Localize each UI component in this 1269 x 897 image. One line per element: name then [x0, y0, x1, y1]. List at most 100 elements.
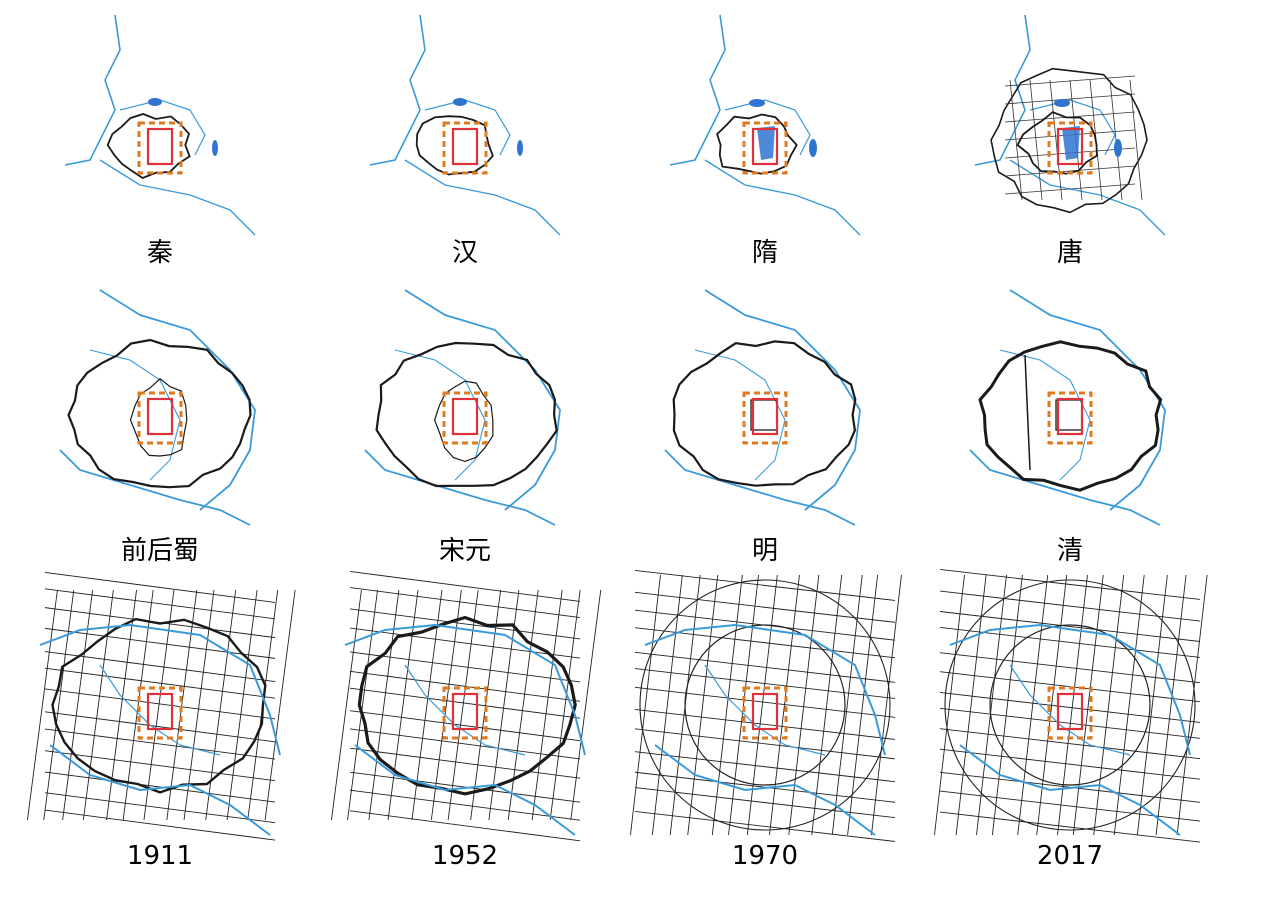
river — [99, 664, 221, 756]
palace-outline — [1056, 127, 1084, 166]
map-panel — [315, 5, 615, 275]
river — [949, 623, 1191, 756]
street-network — [330, 570, 602, 842]
map-panel — [920, 569, 1220, 843]
city-map — [934, 569, 1208, 843]
zone-boundary — [137, 121, 183, 175]
palace-outline — [146, 397, 174, 436]
imperial-city — [1055, 399, 1083, 431]
palace-outline — [1056, 692, 1084, 731]
palace-pond — [1062, 126, 1080, 160]
street-network — [26, 571, 296, 841]
river — [364, 449, 556, 526]
pond — [1054, 99, 1070, 107]
panel-caption: 秦 — [146, 238, 174, 268]
panel-caption: 唐 — [1056, 238, 1084, 268]
river — [369, 14, 426, 166]
pond — [453, 98, 467, 106]
map-panel — [920, 5, 1220, 275]
city-map — [974, 14, 1166, 236]
city-wall — [990, 67, 1148, 214]
map-panel — [920, 275, 1220, 545]
city-wall — [672, 340, 857, 487]
city-map — [330, 570, 602, 842]
river — [704, 289, 861, 511]
ring-road — [944, 579, 1196, 831]
pond — [809, 139, 817, 157]
river — [99, 159, 256, 236]
map-panel — [10, 275, 310, 545]
zone-boundary — [742, 686, 788, 740]
river — [664, 449, 856, 526]
river — [39, 623, 281, 756]
panel-caption: 2017 — [1036, 841, 1104, 871]
zone-boundary — [742, 121, 788, 175]
zone-boundary — [137, 686, 183, 740]
ring-road — [684, 624, 846, 786]
manchu-wall — [1024, 354, 1031, 471]
city-wall — [51, 617, 267, 794]
pond — [1114, 139, 1122, 157]
street-network — [630, 570, 902, 842]
map-panel — [315, 570, 615, 842]
map-panel — [10, 570, 310, 841]
river — [49, 744, 271, 836]
river — [959, 744, 1181, 836]
map-panel — [615, 570, 915, 842]
river — [669, 14, 726, 166]
river — [354, 744, 576, 836]
city-map — [369, 14, 561, 236]
city-map — [64, 14, 256, 236]
river — [694, 349, 786, 481]
river — [404, 159, 561, 236]
panel-caption: 清 — [1056, 536, 1084, 566]
city-map — [664, 289, 861, 526]
city-wall — [1016, 111, 1098, 175]
panel-caption: 宋元 — [438, 536, 492, 566]
river — [1009, 664, 1131, 756]
palace-outline — [146, 127, 174, 166]
river — [344, 623, 586, 756]
palace-pond — [757, 126, 775, 160]
map-panel — [615, 5, 915, 275]
river — [64, 14, 121, 166]
river — [1009, 289, 1166, 511]
pond — [212, 140, 218, 156]
street-network — [934, 569, 1208, 843]
ring-road — [639, 579, 891, 831]
zone-boundary — [442, 391, 488, 445]
map-panel — [315, 275, 615, 545]
panel-caption: 明 — [751, 536, 779, 566]
panel-caption: 汉 — [451, 238, 479, 268]
palace-outline — [751, 397, 779, 436]
city-wall — [67, 338, 252, 489]
pond — [517, 140, 523, 156]
river — [404, 289, 561, 511]
city-wall — [415, 115, 494, 176]
inner-wall — [129, 378, 188, 457]
city-wall — [978, 340, 1163, 492]
map-panel — [615, 275, 915, 545]
river — [394, 349, 486, 481]
palace-outline — [751, 127, 779, 166]
pond — [749, 99, 765, 107]
inner-wall — [433, 380, 494, 463]
zone-boundary — [442, 121, 488, 175]
palace-outline — [751, 692, 779, 731]
palace-outline — [451, 127, 479, 166]
river — [119, 99, 206, 156]
palace-outline — [146, 692, 174, 731]
city-map — [630, 570, 902, 842]
palace-outline — [1056, 397, 1084, 436]
city-wall — [716, 113, 798, 175]
city-wall — [357, 615, 577, 796]
river — [644, 623, 886, 756]
panel-caption: 1970 — [731, 841, 799, 871]
city-map — [59, 289, 256, 526]
river — [704, 159, 861, 236]
palace-outline — [451, 397, 479, 436]
river — [999, 349, 1091, 481]
river — [704, 664, 826, 756]
zone-boundary — [742, 391, 788, 445]
